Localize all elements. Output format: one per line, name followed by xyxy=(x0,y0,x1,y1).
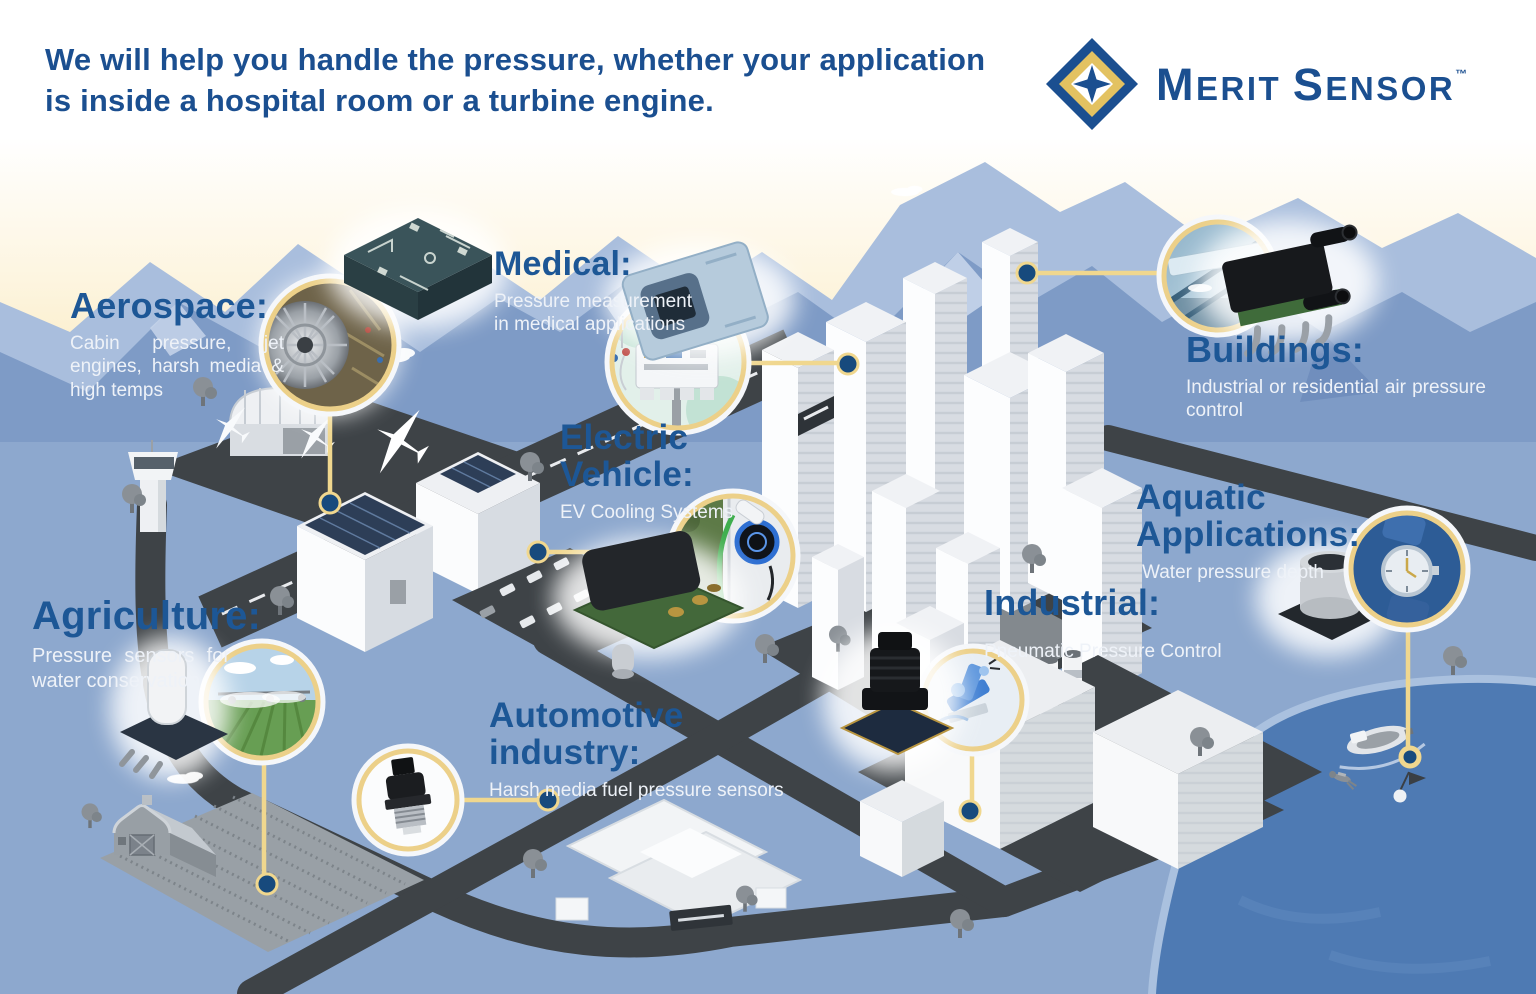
fuel-pressure-sensor xyxy=(384,757,432,835)
aerospace-anchor-dot xyxy=(318,491,342,515)
ev-sensor-product xyxy=(572,531,745,679)
agriculture-description: Pressure sensors for water conservation xyxy=(32,645,230,692)
parked-cars xyxy=(479,557,590,629)
industrial-description: Pneumatic Pressure Control xyxy=(984,640,1222,662)
agriculture-anchor-dot xyxy=(255,872,279,896)
merit-sign xyxy=(669,904,733,931)
medical-title: Medical: xyxy=(494,245,632,283)
brand-word-sensor: SENSOR xyxy=(1292,58,1456,110)
aerospace-sensor-product xyxy=(344,218,492,320)
ev-building-front xyxy=(297,492,433,652)
aquatic-anchor-dot xyxy=(1398,745,1422,769)
section-buildings: Buildings: Industrial or residential air… xyxy=(1186,331,1486,423)
callout-dots xyxy=(255,261,1422,896)
factory-wing xyxy=(1093,690,1263,869)
ev-anchor-dot xyxy=(526,540,550,564)
merit-sensor-logo-icon xyxy=(1046,38,1138,130)
agriculture-sensor-product xyxy=(119,649,228,779)
city-district xyxy=(758,228,1152,738)
section-medical: Medical: Pressure measurement in medical… xyxy=(494,245,692,337)
section-agriculture: Agriculture: Pressure sensors for water … xyxy=(32,595,261,694)
automotive-title: Automotive industry: xyxy=(489,696,684,772)
electric-vehicle-description: EV Cooling Systems xyxy=(560,501,734,523)
section-industrial: Industrial: Pneumatic Pressure Control xyxy=(984,584,1222,663)
automotive-description: Harsh media fuel pressure sensors xyxy=(489,779,784,801)
aerospace-title: Aerospace: xyxy=(70,285,269,326)
industrial-title: Industrial: xyxy=(984,582,1161,623)
buildings-sensor-product xyxy=(1222,224,1358,357)
buildings-description: Industrial or residential air pressure c… xyxy=(1186,376,1486,422)
skyscraper xyxy=(1062,468,1142,693)
dive-flag-buoy xyxy=(1393,771,1426,803)
section-aquatic: Aquatic Applications: Water pressure dep… xyxy=(1136,478,1371,584)
solar-panel xyxy=(440,455,516,493)
aquatic-title: Aquatic Applications: xyxy=(1136,478,1361,554)
hospital-sign xyxy=(798,396,834,436)
factory xyxy=(858,640,1322,892)
trademark-symbol: ™ xyxy=(1455,66,1468,81)
section-electric-vehicle: Electric Vehicle: EV Cooling Systems xyxy=(560,418,735,524)
aquatic-photo-circle xyxy=(1343,505,1471,633)
aquatic-description: Water pressure depth xyxy=(1142,561,1324,583)
buildings-title: Buildings: xyxy=(1186,329,1364,370)
automotive-photo-circle xyxy=(351,743,465,857)
medical-description: Pressure measurement in medical applicat… xyxy=(494,290,692,336)
automotive-anchor-dot xyxy=(536,788,560,812)
barn xyxy=(112,795,216,877)
section-aerospace: Aerospace: Cabin pressure, jet engines, … xyxy=(70,287,284,402)
brand-logo: MERIT SENSOR™ xyxy=(1046,38,1467,130)
brand-wordmark: MERIT SENSOR™ xyxy=(1156,62,1467,107)
scuba-diver xyxy=(1329,770,1357,791)
airport-apron xyxy=(150,394,548,538)
brand-word-merit: MERIT xyxy=(1156,58,1282,110)
page-headline: We will help you handle the pressure, wh… xyxy=(45,42,986,118)
electric-vehicle-title: Electric Vehicle: xyxy=(560,418,694,494)
water-objects xyxy=(1329,725,1426,803)
buildings-anchor-dot xyxy=(1015,261,1039,285)
medical-sensor-product xyxy=(621,241,769,361)
industrial-sensor-product xyxy=(839,632,955,756)
industrial-anchor-dot xyxy=(958,799,982,823)
factory-annex xyxy=(860,780,944,877)
aerospace-description: Cabin pressure, jet engines, harsh media… xyxy=(70,332,284,401)
medical-anchor-dot xyxy=(836,352,860,376)
agriculture-title: Agriculture: xyxy=(32,594,262,638)
section-automotive: Automotive industry: Harsh media fuel pr… xyxy=(489,696,784,802)
